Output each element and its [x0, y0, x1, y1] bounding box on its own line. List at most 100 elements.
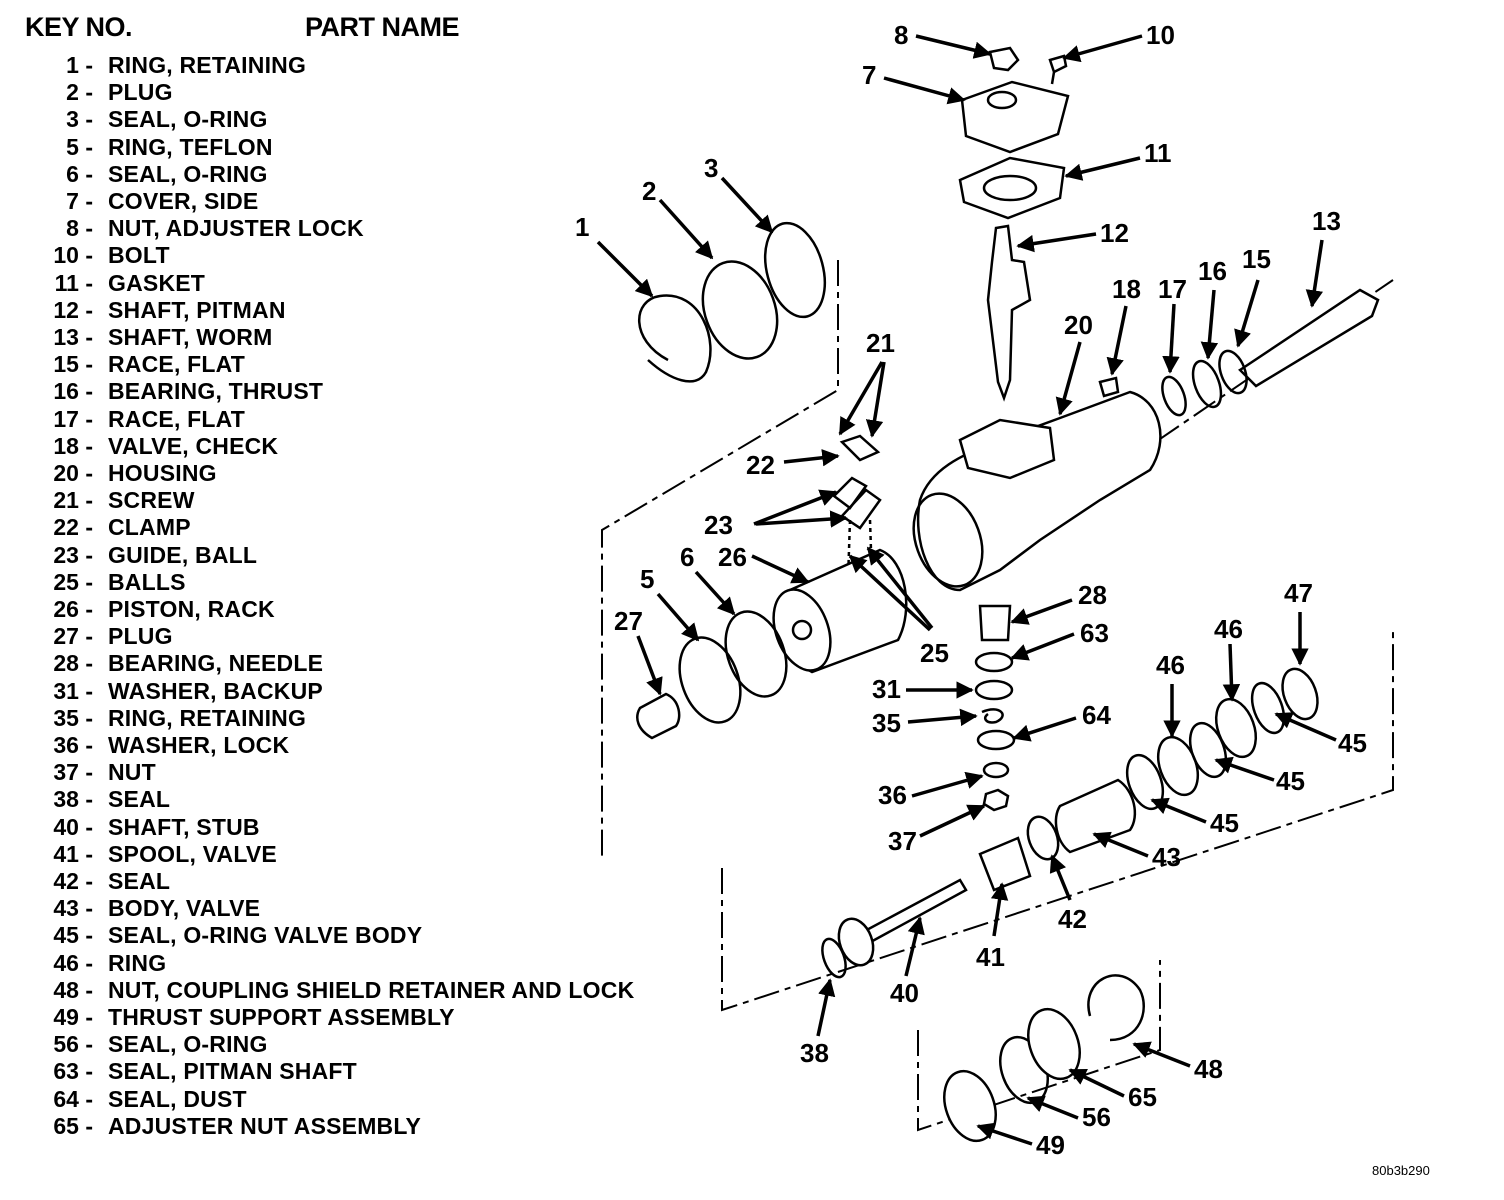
legend-key-no: 45 -: [53, 922, 93, 949]
legend-item: 7 - COVER, SIDE: [0, 188, 700, 215]
arrow-49: [976, 1122, 1033, 1146]
left-group-boundary: [601, 260, 839, 860]
legend-part-name: BALLS: [108, 568, 186, 595]
callout-13: 13: [1312, 206, 1341, 236]
backup-washer-part: [974, 679, 1014, 701]
legend-part-name: BODY, VALVE: [108, 895, 261, 922]
piston-rack-end: [772, 588, 832, 672]
callout-1: 1: [575, 212, 589, 242]
arrow-16: [1200, 289, 1219, 360]
arrow-22: [783, 449, 840, 467]
callout-45c: 45: [1338, 728, 1367, 758]
legend-key-no: 12 -: [53, 296, 93, 323]
bolt-part: [1048, 54, 1068, 85]
callout-3: 3: [704, 153, 718, 183]
arrow-18: [1106, 305, 1128, 376]
callout-16: 16: [1198, 256, 1227, 286]
race-flat-part-15: [1218, 349, 1248, 395]
legend-key-no: 27 -: [53, 623, 93, 650]
legend-part-name: SEAL, DUST: [108, 1085, 247, 1112]
legend-part-name: COVER, SIDE: [108, 188, 259, 214]
housing-pitman-boss: [958, 418, 1056, 480]
arrow-13: [1305, 239, 1324, 308]
housing-bore: [912, 492, 984, 588]
callout-45a: 45: [1210, 808, 1239, 838]
legend-key-no: 23 -: [53, 541, 93, 568]
legend-header: KEY NO. PART NAME: [25, 12, 625, 52]
callout-8: 8: [894, 20, 908, 50]
legend-item: 43 - BODY, VALVE: [0, 895, 700, 922]
arrow-65: [1068, 1068, 1125, 1098]
legend-key-no: 36 -: [53, 732, 93, 758]
legend-key-no: 41 -: [53, 840, 93, 867]
legend-key-no: 49 -: [53, 1004, 93, 1030]
callout-64: 64: [1082, 700, 1111, 730]
legend-key-no: 10 -: [53, 242, 93, 269]
legend-part-name: PISTON, RACK: [108, 596, 275, 622]
needle-bearing-part: [978, 604, 1012, 642]
callout-35: 35: [872, 708, 901, 738]
ball-guide-part-b: [840, 488, 882, 530]
legend-part-name: GASKET: [108, 269, 206, 296]
legend-part-name: SHAFT, PITMAN: [108, 296, 286, 323]
legend-part-name: RING, RETAINING: [108, 52, 307, 78]
legend-item: 42 -SEAL: [0, 868, 700, 895]
legend-part-name: SEAL, O-RING VALVE BODY: [108, 922, 423, 949]
arrow-17: [1162, 303, 1180, 374]
part-name-heading: PART NAME: [305, 12, 460, 42]
callout-17: 17: [1158, 274, 1187, 304]
arrow-6: [694, 570, 736, 616]
callout-10: 10: [1146, 20, 1175, 50]
legend-item: 10 -BOLT: [0, 242, 700, 269]
arrow-3: [720, 176, 774, 234]
legend-item: 46 -RING: [0, 950, 700, 977]
callout-21: 21: [866, 328, 895, 358]
legend-key-no: 17 -: [53, 405, 93, 432]
legend-key-no: 40 -: [53, 813, 93, 840]
arrow-38: [816, 978, 836, 1037]
legend-item: 15 -RACE, FLAT: [0, 351, 700, 378]
legend-key-no: 15 -: [53, 351, 93, 378]
ball-guide-part-a: [832, 476, 868, 510]
nut-part: [982, 788, 1010, 812]
arrow-37: [919, 804, 986, 838]
callout-47: 47: [1284, 578, 1313, 608]
legend-part-name: SEAL, PITMAN SHAFT: [108, 1058, 357, 1085]
legend-item: 64 - SEAL, DUST: [0, 1086, 700, 1113]
legend-item: 8 -NUT, ADJUSTER LOCK: [0, 215, 700, 242]
legend-key-no: 2 -: [66, 79, 93, 106]
check-valve-part: [1098, 376, 1120, 398]
housing-part: [916, 390, 1162, 592]
legend-item: 41 -SPOOL, VALVE: [0, 841, 700, 868]
valve-spool-part: [978, 836, 1032, 892]
legend-part-name: WASHER, BACKUP: [108, 677, 323, 704]
valve-body-part: [1054, 778, 1137, 854]
retaining-ring-part: [638, 294, 712, 383]
legend-key-no: 26 -: [53, 596, 93, 622]
legend-key-no: 48 -: [53, 976, 93, 1003]
callout-65: 65: [1128, 1082, 1157, 1112]
legend-part-name: RING: [108, 949, 167, 976]
legend-key-no: 16 -: [53, 378, 93, 405]
legend-item: 27 -PLUG: [0, 623, 700, 650]
legend-part-name: SEAL: [108, 786, 171, 813]
callout-7: 7: [862, 60, 876, 90]
legend-key-no: 6 -: [66, 160, 93, 187]
legend-key-no: 43 -: [53, 895, 93, 922]
callout-15: 15: [1242, 244, 1271, 274]
legend-key-no: 37 -: [53, 759, 93, 786]
legend-part-name: VALVE, CHECK: [108, 432, 279, 459]
arrow-64: [1012, 716, 1077, 742]
arrow-45b: [1214, 756, 1275, 782]
arrow-25b: [866, 546, 934, 630]
arrow-12: [1016, 232, 1097, 253]
valve-body-ring-part-c: [1281, 667, 1319, 721]
callout-46a: 46: [1156, 650, 1185, 680]
legend-part-name: RING, RETAINING: [108, 704, 307, 731]
callout-43: 43: [1152, 842, 1181, 872]
legend-key-no: 7 -: [66, 188, 93, 214]
arrow-21a: [838, 361, 884, 436]
legend-part-name: SEAL, O-RING: [108, 160, 268, 187]
legend-item: 16 -BEARING, THRUST: [0, 378, 700, 405]
legend-key-no: 64 -: [53, 1085, 93, 1112]
